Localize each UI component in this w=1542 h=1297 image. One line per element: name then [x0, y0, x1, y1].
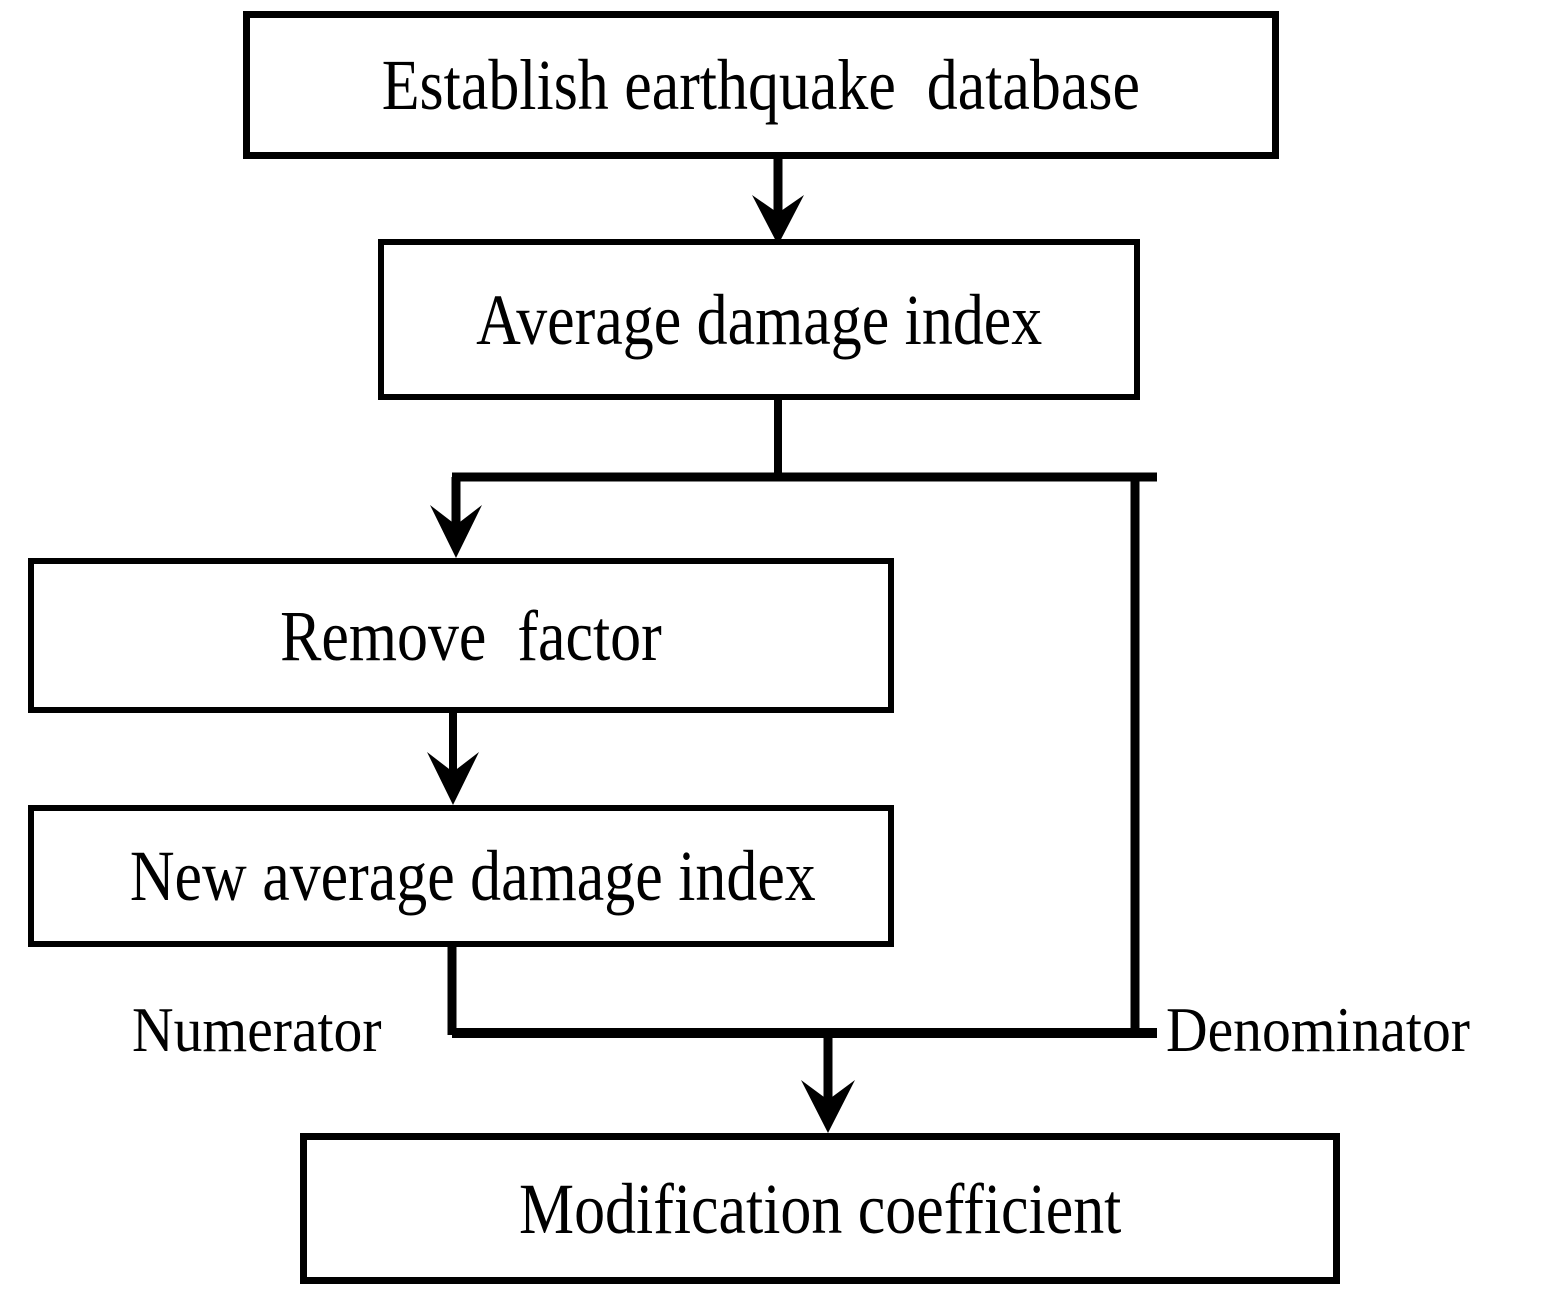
edge-merge-to-modification [801, 1033, 855, 1133]
edge-average-split-bus [452, 400, 1157, 482]
node-label-establish: Establish earthquake database [381, 45, 1141, 125]
node-establish-earthquake-database[interactable]: Establish earthquake database [243, 11, 1279, 159]
node-remove-factor[interactable]: Remove factor [28, 558, 894, 713]
edge-split-left-to-remove [430, 477, 482, 558]
node-label-new-average-damage-index: New average damage index [129, 836, 816, 916]
edge-remove-to-new-average [427, 712, 479, 805]
edge-label-denominator: Denominator [1166, 994, 1470, 1065]
edge-label-numerator: Numerator [132, 994, 382, 1065]
node-modification-coefficient[interactable]: Modification coefficient [300, 1133, 1340, 1284]
node-label-remove-factor: Remove factor [280, 595, 662, 676]
node-average-damage-index[interactable]: Average damage index [378, 239, 1140, 400]
node-label-modification-coefficient: Modification coefficient [518, 1168, 1122, 1249]
node-new-average-damage-index[interactable]: New average damage index [28, 805, 894, 947]
node-label-average-damage-index: Average damage index [475, 279, 1043, 360]
edge-establish-to-average [752, 158, 804, 245]
